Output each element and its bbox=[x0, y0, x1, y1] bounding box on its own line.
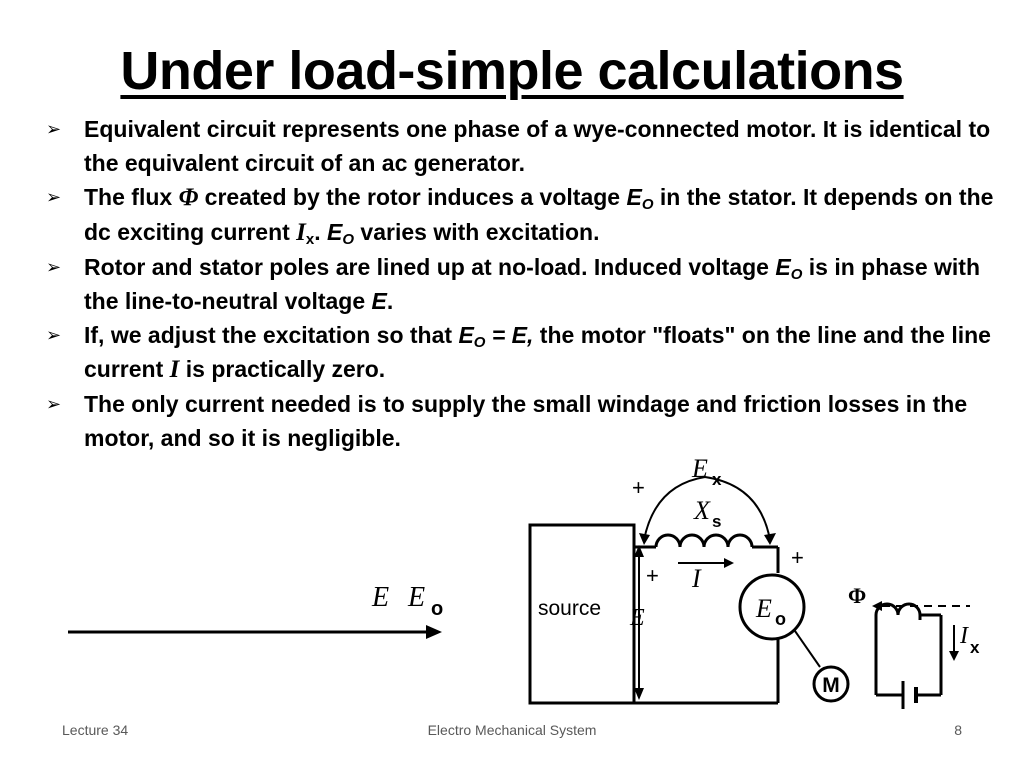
source-label: source bbox=[538, 597, 601, 620]
bullet-text-part: E bbox=[371, 288, 387, 314]
slide-title: Under load-simple calculations bbox=[120, 41, 904, 101]
current-arrowhead bbox=[724, 558, 734, 568]
footer-page-number: 8 bbox=[954, 722, 962, 738]
voltage-arrowhead-top bbox=[634, 545, 644, 557]
phasor-arrowhead bbox=[426, 625, 442, 639]
bullet-text-part: E bbox=[626, 184, 642, 210]
bullet-text-part: created by the rotor induces a voltage bbox=[198, 184, 627, 210]
bullet-arrow-icon: ➢ bbox=[46, 119, 62, 139]
motor-emf-circle bbox=[738, 573, 806, 641]
bullet-text-part: E bbox=[458, 322, 474, 348]
flux-label: Φ bbox=[848, 583, 866, 608]
motor-plus: + bbox=[791, 545, 804, 570]
bullet-item: ➢ Rotor and stator poles are lined up at … bbox=[44, 250, 994, 318]
bullet-text-part: O bbox=[790, 266, 803, 283]
bullet-text-part: x bbox=[305, 231, 315, 248]
bullet-text-part: varies with excitation. bbox=[354, 219, 600, 245]
bullet-text-part: O bbox=[473, 334, 486, 351]
xs-sub: s bbox=[712, 512, 721, 531]
current-label: I bbox=[691, 564, 702, 593]
bullet-text-part: If, we adjust the excitation so that bbox=[84, 322, 459, 348]
inductor-coil bbox=[654, 533, 754, 548]
eo-label: E bbox=[755, 594, 772, 623]
ix-sub: x bbox=[970, 638, 980, 657]
ix-arrowhead bbox=[949, 651, 959, 661]
motor-m-circle bbox=[812, 665, 850, 703]
bullet-text-part: I bbox=[169, 356, 180, 383]
phasor-diagram: E E o bbox=[68, 582, 443, 639]
phasor-label-eo-sub: o bbox=[431, 598, 443, 620]
bullet-text-part: Φ bbox=[178, 184, 199, 211]
source-box bbox=[528, 523, 636, 705]
ex-sub: x bbox=[712, 470, 722, 489]
bullet-text-part: O bbox=[342, 231, 355, 248]
ex-arc bbox=[643, 475, 771, 541]
bullet-list: ➢ Equivalent circuit represents one phase… bbox=[44, 112, 994, 455]
voltage-label: E bbox=[629, 605, 645, 631]
ex-arc-head-right bbox=[764, 533, 776, 545]
equivalent-circuit-diagram: source E x + X s I + E + E o M Φ I x bbox=[528, 455, 980, 709]
ix-label: I bbox=[959, 623, 969, 649]
phasor-label-e: E bbox=[371, 582, 389, 613]
bullet-text-part: E bbox=[775, 254, 791, 280]
bullet-text-part: is in phase with the line-to-neutral vol… bbox=[84, 254, 981, 314]
bullet-text-part: The flux bbox=[84, 184, 179, 210]
bullet-text-part: . bbox=[314, 219, 328, 245]
bullet-item: ➢ The flux Φ created by the rotor induces… bbox=[44, 180, 994, 250]
bullet-text-part: . bbox=[386, 288, 394, 314]
ex-plus: + bbox=[632, 475, 645, 500]
bullet-text-part: Rotor and stator poles are lined up at n… bbox=[84, 254, 776, 280]
ex-label: E bbox=[691, 455, 708, 483]
bullet-text-part: the motor "floats" on the line and the l… bbox=[84, 322, 991, 382]
bullet-arrow-icon: ➢ bbox=[46, 187, 62, 207]
footer-course: Electro Mechanical System bbox=[427, 722, 597, 738]
bullet-text-part: Equivalent circuit represents one phase … bbox=[84, 116, 991, 176]
bullet-text-part: O bbox=[641, 196, 654, 213]
bullet-item: ➢ If, we adjust the excitation so that EO… bbox=[44, 318, 994, 387]
bullet-text-part: The only current needed is to supply the… bbox=[84, 391, 968, 451]
bullet-text-part: is practically zero. bbox=[179, 356, 386, 382]
phasor-label-eo: E bbox=[407, 582, 425, 613]
voltage-plus: + bbox=[646, 563, 659, 588]
bullet-text-part: in the stator. It depends on the dc exci… bbox=[84, 184, 994, 245]
eo-sub: o bbox=[775, 609, 786, 629]
motor-link bbox=[794, 630, 821, 668]
bullet-item: ➢ Equivalent circuit represents one phase… bbox=[44, 112, 994, 180]
voltage-arrowhead-bottom bbox=[634, 688, 644, 700]
field-coil bbox=[874, 602, 922, 620]
bullet-arrow-icon: ➢ bbox=[46, 257, 62, 277]
motor-m-label: M bbox=[822, 674, 840, 697]
bullet-text-part: E bbox=[327, 219, 343, 245]
bullet-text-part: = E, bbox=[485, 322, 534, 348]
footer-lecture: Lecture 34 bbox=[62, 722, 129, 738]
xs-label: X bbox=[693, 496, 711, 525]
bullet-arrow-icon: ➢ bbox=[46, 325, 62, 345]
bullet-text-part: I bbox=[296, 219, 306, 246]
bullet-item: ➢ The only current needed is to supply th… bbox=[44, 387, 994, 455]
bullet-arrow-icon: ➢ bbox=[46, 394, 62, 414]
ex-arc-head-left bbox=[639, 533, 650, 545]
